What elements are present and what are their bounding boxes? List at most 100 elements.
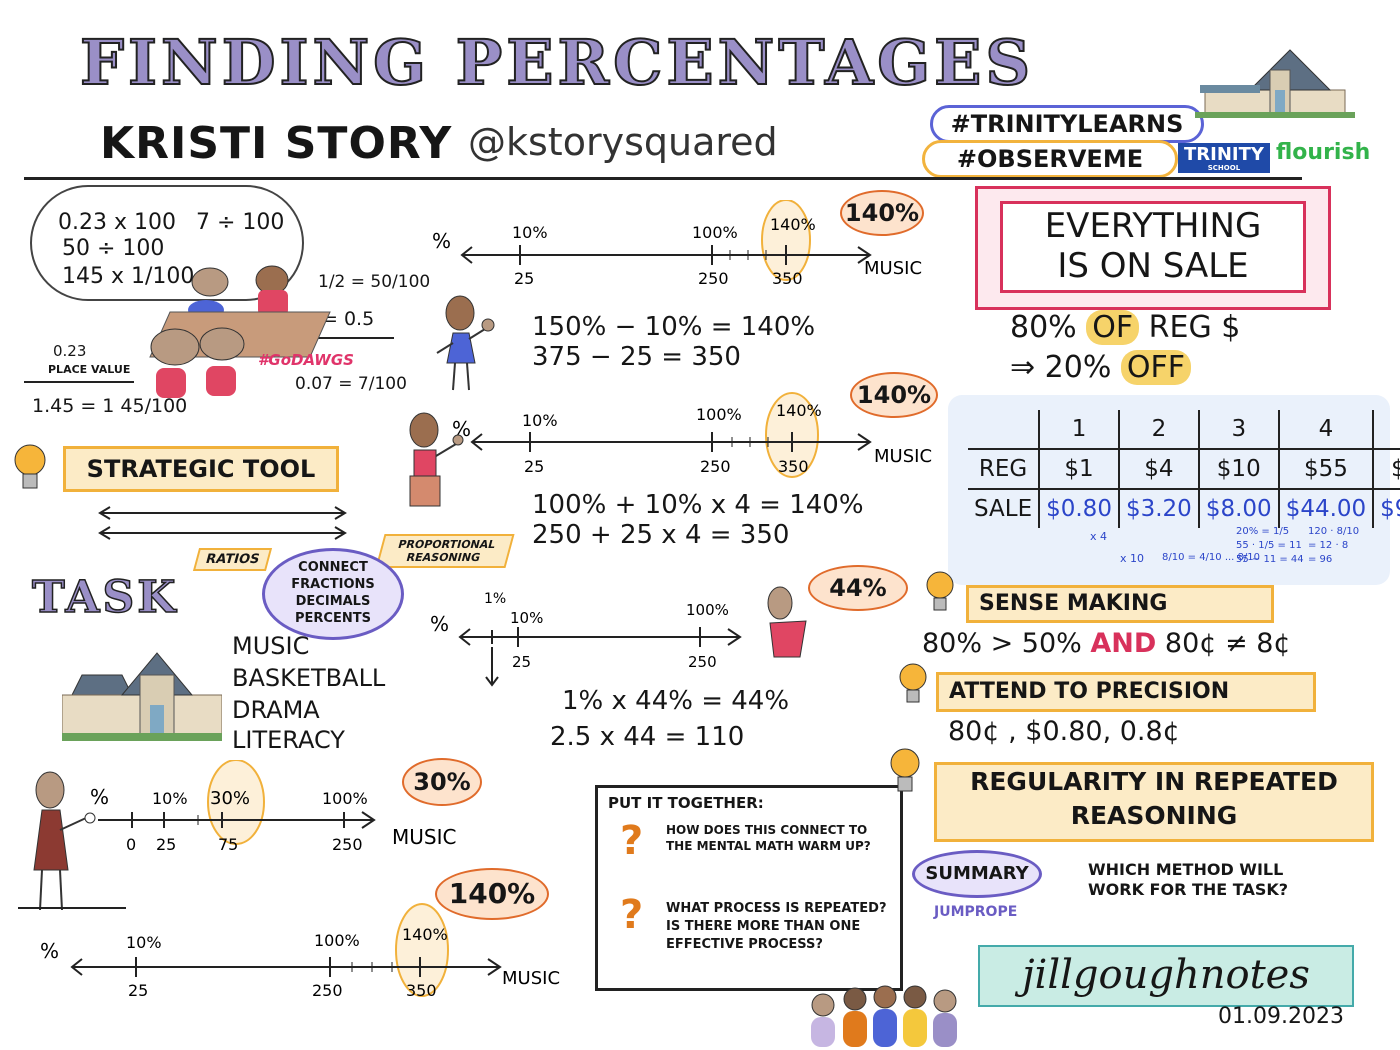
highlight-oval [395,903,449,997]
bottom-tick-label: 25 [156,835,176,854]
school-building-illustration [62,652,222,741]
top-tick-label: 140% [776,401,822,420]
warmup-thought-cloud [30,185,304,301]
table-cell: $4 [1117,448,1200,490]
place-value-number: 0.23 [53,342,87,360]
put-together-question: HOW DOES THIS CONNECT TO THE MENTAL MATH… [666,823,871,853]
bottom-tick-label: 350 [778,457,809,476]
sale-line-2: ⇒ 20% OFF [1010,350,1192,385]
table-note: 55 · 1/5 = 11 [1236,540,1302,551]
task-item: DRAMA [232,696,320,724]
equation: 250 + 25 x 4 = 350 [532,520,790,550]
connect-line: DECIMALS [295,594,371,609]
bottom-tick-label: 350 [406,981,437,1000]
table-cell: REG [968,448,1041,490]
bottom-tick-label: 250 [700,457,731,476]
sale-box-line: EVERYTHING [1044,206,1262,246]
warmup-item: 0.23 x 100 [58,210,176,235]
lightbulb-icon [14,444,46,489]
top-tick-label: 1% [484,591,506,607]
badge-44: 44% [808,565,908,611]
sale-box-inner: EVERYTHING IS ON SALE [1000,201,1306,293]
table-note: 120 · 8/10 [1308,526,1360,537]
place-value-label: PLACE VALUE [48,363,131,376]
table-cell: $10 [1197,448,1280,490]
top-tick-label: 10% [510,609,543,627]
half-decimal: = 0.5 [322,308,375,330]
regularity-line: REASONING [1070,801,1238,830]
connect-line: CONNECT [298,560,368,575]
music-label: MUSIC [392,825,456,849]
sale-line-1: 80% OF REG $ [1010,310,1240,345]
sense-making-and: AND [1090,628,1157,659]
strategic-tool-label: STRATEGIC TOOL [63,446,339,492]
warmup-item: 145 x 1/100 [62,264,195,289]
top-tick-label: 10% [126,933,162,952]
arrow-right [361,811,376,829]
equation: 375 − 25 = 350 [532,342,741,372]
precision-text: 80¢ , $0.80, 0.8¢ [948,716,1180,747]
percent-label: % [430,612,449,636]
half-fraction: 1/2 = 50/100 [318,272,431,292]
equation: 1% x 44% = 44% [562,686,790,716]
school-logo-sub: SCHOOL [1207,164,1241,172]
top-tick-label: 10% [152,789,188,808]
warmup-item: 7 ÷ 100 [196,210,285,235]
place-value-divider [24,381,134,383]
sense-making-b: 80¢ ≠ 8¢ [1164,628,1291,659]
regularity-line: REGULARITY IN REPEATED [970,767,1338,796]
sale-price-table: 1 2 3 4 5 REG $1 $4 $10 $55 $120 SALE $0… [968,410,1400,528]
author-handle: @kstorysquared [468,120,778,164]
arrow-left [460,246,473,264]
table-note: x 10 [1120,552,1145,565]
double-arrows [98,506,347,540]
student-figure-illustration [409,412,464,507]
sense-making-text: 80% > 50% AND 80¢ ≠ 8¢ [922,628,1291,659]
sale-line-1-pre: 80% [1010,310,1077,345]
arrow-right [857,246,872,264]
regularity-panel: REGULARITY IN REPEATED REASONING [934,762,1374,842]
number-line-bottom: % 10% 100% 140% 25 250 350 MUSIC [40,903,560,1000]
page-title: FINDING PERCENTAGES [79,26,1035,99]
bottom-tick-label: 0 [126,835,136,854]
put-together-heading: PUT IT TOGETHER: [608,794,764,812]
task-item: MUSIC [232,632,310,660]
table-cell: 1 [1038,410,1120,450]
top-tick-label: 100% [314,931,360,950]
table-cell: $1 [1038,448,1120,490]
table-cell: $0.80 [1038,488,1120,528]
top-tick-label: 30% [210,788,250,809]
table-cell [968,410,1041,450]
table-cell: $44.00 [1277,488,1375,528]
table-cell: 4 [1277,410,1375,450]
music-label: MUSIC [502,968,560,989]
top-tick-label: 100% [696,405,742,424]
warmup-divider [318,337,394,339]
students-cheering-illustration [811,985,957,1047]
top-tick-label: 100% [692,223,738,242]
bottom-tick-label: 250 [698,269,729,288]
table-cell: SALE [968,488,1041,528]
bottom-tick-label: 250 [688,653,717,671]
down-arrow-head [485,676,499,687]
signature-date: 01.09.2023 [1218,1004,1344,1029]
number-line-music-1: % 10% 100% 140% 25 250 350 MUSIC [432,200,922,288]
table-cell: $3.20 [1117,488,1200,528]
ratios-label: RATIOS [192,548,273,571]
percent-label: % [90,785,109,809]
bottom-tick-label: 25 [514,269,534,288]
go-dawgs-hashtag: #GoDAWGS [258,351,354,369]
table-cell: 3 [1197,410,1280,450]
badge-30: 30% [402,758,482,806]
highlight-oval [761,200,811,281]
lightbulb-icon [926,571,954,611]
table-cell: 5 [1372,410,1400,450]
table-cell: $55 [1277,448,1375,490]
connect-line: PERCENTS [295,611,371,626]
arrow-left [70,958,83,976]
sale-line-2-pre: ⇒ 20% [1010,350,1112,385]
header-divider [24,177,1302,180]
table-note: 55 − 11 = 44 [1236,554,1304,565]
bottom-tick-label: 25 [128,981,148,1000]
